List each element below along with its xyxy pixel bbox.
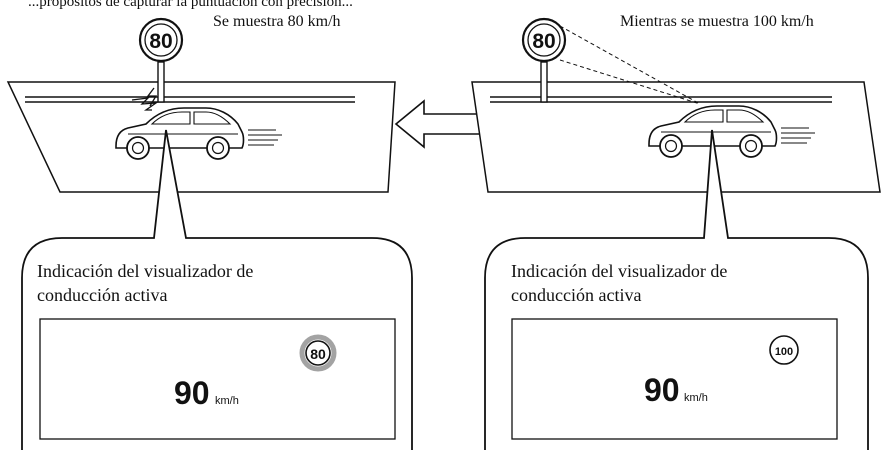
- left-caption: Se muestra 80 km/h: [213, 13, 341, 30]
- left-hud-speed: 90: [174, 375, 210, 411]
- left-callout-title-2: conducción activa: [37, 285, 167, 305]
- right-callout: Indicación del visualizador de conducció…: [484, 129, 869, 450]
- right-hud-sign-value: 100: [775, 346, 793, 358]
- right-road-sign-value: 80: [532, 30, 555, 53]
- left-arrow-icon: [394, 99, 487, 149]
- right-hud-speed: 90: [644, 372, 680, 408]
- right-caption: Mientras se muestra 100 km/h: [620, 13, 814, 30]
- left-callout-title-1: Indicación del visualizador de: [37, 261, 253, 281]
- right-callout-title-2: conducción activa: [511, 285, 641, 305]
- right-callout-title-1: Indicación del visualizador de: [511, 261, 727, 281]
- left-road-panel: 80: [6, 17, 396, 193]
- right-road-panel: 80: [471, 17, 881, 193]
- left-callout: Indicación del visualizador de conducció…: [21, 129, 413, 450]
- lightning-icon: [131, 97, 159, 111]
- right-hud-sign-icon: 100: [769, 335, 799, 365]
- left-hud-sign-value: 80: [310, 346, 326, 362]
- left-hud-sign-icon: 80: [299, 334, 337, 372]
- cut-top-text: ...propósitos de capturar la puntuación …: [28, 0, 353, 10]
- left-hud-unit: km/h: [215, 395, 239, 407]
- right-hud-unit: km/h: [684, 392, 708, 404]
- left-road-sign-value: 80: [149, 30, 172, 53]
- right-road-sign: 80: [521, 17, 567, 63]
- left-hud-display: [39, 318, 396, 440]
- left-road-sign: 80: [138, 17, 184, 63]
